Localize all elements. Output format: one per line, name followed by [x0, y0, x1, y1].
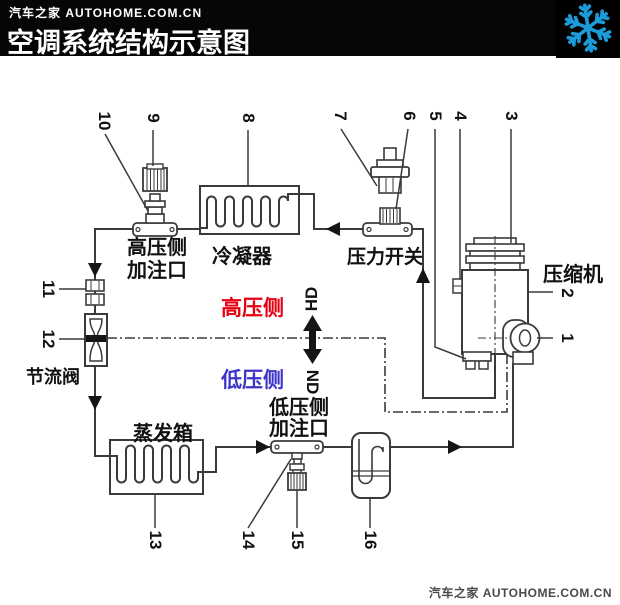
label-high-fill-line2: 加注口 [127, 260, 187, 282]
label-low-fill-port: 低压侧 加注口 [266, 398, 332, 440]
snowflake-icon [564, 3, 612, 53]
flow-arrow-right-1 [256, 440, 270, 454]
label-evaporator: 蒸发箱 [133, 423, 193, 445]
snowflake-badge [556, 0, 620, 58]
pipe-coupler [85, 279, 105, 306]
callout-lines [59, 128, 553, 529]
label-nd: ND [303, 369, 322, 395]
evaporator [109, 439, 204, 495]
label-condenser: 冷凝器 [212, 246, 272, 268]
flow-arrow-right-2 [448, 440, 462, 454]
callout-16: 16 [361, 530, 380, 550]
label-low-fill-line1: 低压侧 [269, 397, 329, 419]
callout-7: 7 [331, 111, 350, 121]
header-bar: 汽车之家 AUTOHOME.COM.CN 空调系统结构示意图 [0, 0, 620, 58]
label-high-fill-line1: 高压侧 [127, 237, 187, 259]
label-high-side-zone: 高压侧 [221, 297, 284, 320]
callout-8: 8 [239, 113, 258, 123]
label-pressure-switch: 压力开关 [347, 247, 424, 268]
callout-3: 3 [502, 111, 521, 121]
callout-1: 1 [558, 333, 577, 343]
pressure-switch-fitting [362, 207, 413, 237]
callout-6: 6 [400, 111, 419, 121]
callout-10: 10 [95, 111, 114, 131]
compressor [452, 236, 541, 371]
high-side-fill-port [132, 163, 178, 237]
callout-4: 4 [451, 111, 470, 121]
label-compressor: 压缩机 [543, 264, 603, 286]
throttle-valve [84, 313, 108, 367]
label-hd: HD [302, 286, 321, 312]
label-low-side-zone: 低压侧 [221, 369, 284, 392]
callout-13: 13 [146, 530, 165, 550]
low-side-fill-port [270, 440, 324, 491]
label-high-fill-port: 高压侧 加注口 [126, 237, 188, 283]
callout-9: 9 [144, 113, 163, 123]
flow-arrow-up [416, 268, 430, 283]
footer-watermark: 汽车之家 AUTOHOME.COM.CN [428, 586, 612, 600]
callout-15: 15 [288, 530, 307, 550]
flow-arrow-down-2 [88, 396, 102, 410]
label-low-fill-line2: 加注口 [269, 418, 329, 440]
flow-arrow-left [326, 222, 340, 236]
label-throttle-valve: 节流阀 [26, 367, 80, 387]
callout-11: 11 [39, 280, 58, 298]
pressure-boundary-dashline [107, 337, 508, 413]
hd-nd-arrow [303, 315, 322, 364]
flow-arrow-down-1 [88, 263, 102, 277]
callout-5: 5 [426, 111, 445, 121]
condenser [199, 185, 300, 235]
callout-12: 12 [39, 329, 58, 349]
page-title: 空调系统结构示意图 [7, 28, 250, 58]
site-logo: 汽车之家 AUTOHOME.COM.CN [9, 6, 203, 20]
pressure-sensor [370, 147, 410, 194]
flow-arrows [88, 222, 462, 454]
callout-14: 14 [239, 530, 258, 550]
accumulator [351, 432, 391, 499]
